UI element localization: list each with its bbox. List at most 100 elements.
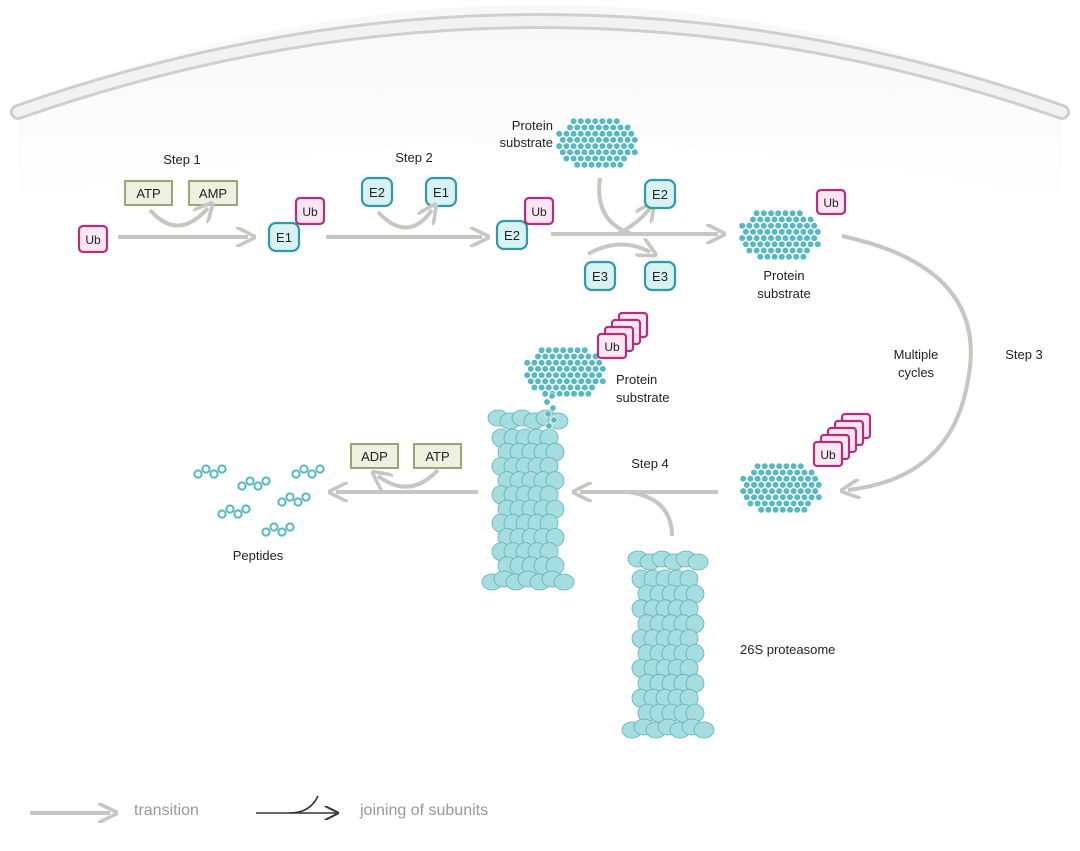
- substrate-bead: [584, 142, 592, 150]
- substrate-bead: [623, 123, 632, 132]
- substrate-bead: [789, 462, 798, 471]
- substrate-bead: [580, 383, 589, 392]
- substrate-bead: [544, 383, 553, 392]
- substrate-bead: [804, 499, 812, 508]
- svg-text:E1: E1: [433, 185, 449, 200]
- substrate-bead: [768, 499, 776, 508]
- substrate-bead: [750, 481, 758, 489]
- substrate-bead: [753, 462, 762, 471]
- peptide-chain: [277, 492, 311, 507]
- peptide-bead: [201, 464, 211, 474]
- substrate-bead: [566, 148, 574, 157]
- protein-substrate-1: [555, 117, 639, 169]
- ub-tag: [812, 440, 844, 468]
- substrate-bead: [558, 148, 567, 157]
- substrate-bead: [580, 148, 589, 157]
- substrate-bead: [807, 481, 816, 489]
- substrate-bead: [580, 136, 589, 144]
- poly-ubiquitinated-substrate: Ub: [739, 412, 872, 514]
- substrate-bead: [587, 123, 596, 132]
- substrate-bead: [803, 234, 811, 242]
- substrate-bead: [587, 136, 596, 144]
- peptide-bead: [261, 527, 271, 537]
- substrate-bead: [764, 468, 773, 477]
- degradation: ADP ATP Peptides: [193, 443, 478, 563]
- polyubiquitin-chain: [812, 412, 872, 468]
- substrate-bead: [768, 474, 776, 483]
- substrate-bead: [745, 234, 754, 242]
- substrate-bead: [595, 358, 603, 367]
- substrate-bead: [602, 136, 610, 144]
- substrate-bead: [605, 154, 614, 163]
- substrate-bead: [573, 148, 581, 157]
- peptide-bead: [253, 481, 263, 491]
- substrate-bead: [591, 377, 600, 386]
- substrate-bead: [759, 234, 768, 242]
- substrate-bead: [770, 228, 779, 236]
- substrate-bead: [555, 129, 563, 138]
- svg-text:E3: E3: [592, 269, 608, 284]
- substrate-bead: [785, 240, 793, 249]
- substrate-bead: [775, 462, 783, 471]
- substrate-bead: [548, 377, 557, 386]
- substrate-bead: [739, 474, 747, 483]
- mono-ubiquitinated-substrate: Ub Protein substrate: [738, 188, 847, 301]
- peptide-bead: [307, 469, 317, 479]
- substrate-bead: [566, 383, 575, 392]
- substrate-bead: [745, 246, 754, 255]
- substrate-bead: [768, 487, 776, 495]
- peptide-bead: [301, 492, 311, 502]
- substrate-bead: [620, 154, 628, 163]
- substrate-bead: [588, 371, 596, 379]
- substrate-bead: [566, 358, 575, 367]
- peptide-chain: [261, 522, 295, 537]
- substrate-bead: [569, 129, 578, 138]
- substrate-bead: [799, 252, 808, 261]
- substrate-bead: [777, 215, 786, 224]
- substrate-bead: [786, 493, 794, 502]
- substrate-bead: [523, 358, 531, 367]
- substrate-bead: [806, 228, 815, 236]
- substrate-bead: [555, 142, 563, 150]
- proteasome-label: 26S proteasome: [740, 642, 835, 657]
- e2-enzyme-released: E2: [643, 178, 677, 210]
- substrate-bead: [813, 240, 822, 249]
- substrate-bead: [806, 240, 815, 249]
- substrate-bead: [630, 136, 639, 144]
- substrate-bead: [785, 252, 793, 261]
- peptide-bead: [193, 469, 203, 479]
- step-1-label: Step 1: [163, 152, 201, 167]
- substrate-bead: [782, 487, 791, 495]
- substrate-bead: [813, 228, 822, 236]
- substrate-bead: [792, 228, 800, 236]
- peptide-bead: [285, 492, 295, 502]
- substrate-label-mid: substrate: [757, 286, 810, 301]
- substrate-bead: [605, 129, 614, 138]
- substrate-bead: [756, 228, 764, 236]
- substrate-bead: [768, 462, 776, 471]
- substrate-bead: [781, 246, 790, 255]
- substrate-bead: [795, 221, 804, 230]
- substrate-bead: [757, 505, 765, 514]
- peptide-bead: [291, 469, 301, 479]
- ub-tag-free: Ub: [77, 224, 109, 254]
- step-3: Multiple cycles Step 3: [842, 234, 1043, 490]
- substrate-bead: [777, 252, 786, 261]
- amp-box: AMP: [188, 180, 238, 206]
- polyubiquitin-chain: [596, 311, 649, 360]
- substrate-bead: [541, 377, 549, 386]
- substrate-bead: [537, 346, 546, 355]
- substrate-bead: [584, 117, 592, 126]
- substrate-bead: [775, 487, 783, 495]
- substrate-bead: [795, 246, 804, 255]
- e2-ub-complex: E2 Ub: [495, 196, 555, 251]
- substrate-bead: [760, 487, 769, 495]
- substrate-bead: [588, 358, 596, 367]
- peptide-bead: [217, 464, 227, 474]
- svg-text:Ub: Ub: [820, 448, 836, 462]
- substrate-bead: [591, 129, 599, 138]
- substrate-bead: [534, 352, 542, 361]
- strand-bead: [545, 422, 553, 430]
- substrate-bead: [788, 209, 797, 218]
- substrate-bead: [544, 358, 553, 367]
